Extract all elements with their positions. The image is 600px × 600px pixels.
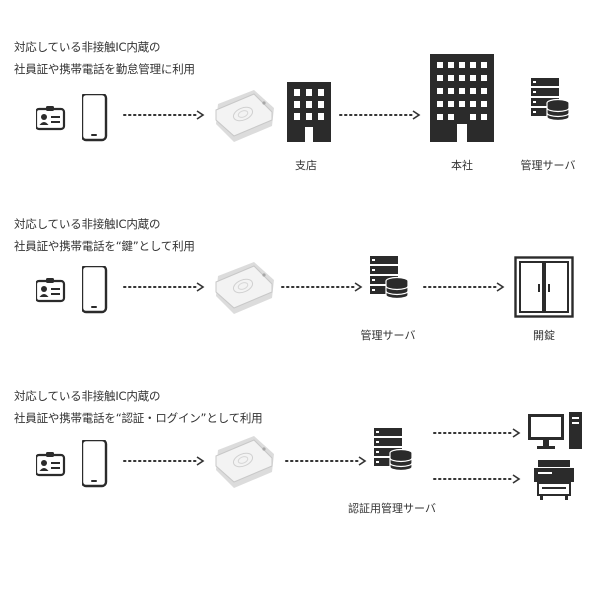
id-badge-icon (36, 278, 66, 303)
label-auth-management-server: 認証用管理サーバ (348, 502, 436, 515)
row2-caption: 対応している非接触IC内蔵の 社員証や携帯電話を“鍵”として利用 (14, 213, 195, 257)
phone-icon (82, 266, 108, 314)
row2-caption-line1: 対応している非接触IC内蔵の (14, 217, 161, 231)
dotted-arrow (123, 110, 205, 120)
dotted-arrow (339, 110, 421, 120)
label-branch: 支店 (295, 159, 317, 172)
row3-caption-line1: 対応している非接触IC内蔵の (14, 389, 161, 403)
dotted-arrow (123, 456, 205, 466)
dotted-arrow (433, 474, 521, 484)
server-icon (370, 256, 409, 300)
dotted-arrow (281, 282, 363, 292)
row2-caption-line2: 社員証や携帯電話を“鍵”として利用 (14, 239, 195, 253)
ic-card-reader-icon (215, 262, 275, 315)
phone-icon (82, 94, 108, 142)
ic-card-reader-icon (215, 90, 275, 143)
double-door-icon (514, 256, 574, 318)
row3-caption: 対応している非接触IC内蔵の 社員証や携帯電話を“認証・ログイン”として利用 (14, 385, 263, 429)
dotted-arrow (433, 428, 521, 438)
label-management-server: 管理サーバ (360, 329, 416, 342)
row1-caption-line1: 対応している非接触IC内蔵の (14, 40, 161, 54)
label-headquarters: 本社 (451, 159, 473, 172)
server-icon (374, 428, 413, 472)
row3-caption-line2: 社員証や携帯電話を“認証・ログイン”として利用 (14, 411, 263, 425)
dotted-arrow (123, 282, 205, 292)
dotted-arrow (423, 282, 505, 292)
branch-building-icon (287, 82, 331, 142)
row1-caption: 対応している非接触IC内蔵の 社員証や携帯電話を勤怠管理に利用 (14, 36, 195, 80)
row1-caption-line2: 社員証や携帯電話を勤怠管理に利用 (14, 62, 195, 76)
label-unlock: 開錠 (533, 329, 555, 342)
dotted-arrow (285, 456, 367, 466)
id-badge-icon (36, 452, 66, 477)
ic-card-reader-icon (215, 436, 275, 489)
headquarters-building-icon (430, 54, 494, 142)
server-icon (531, 78, 570, 122)
desktop-computer-icon (528, 412, 582, 449)
phone-icon (82, 440, 108, 488)
printer-icon (534, 460, 574, 500)
id-badge-icon (36, 106, 66, 131)
label-management-server: 管理サーバ (520, 159, 576, 172)
